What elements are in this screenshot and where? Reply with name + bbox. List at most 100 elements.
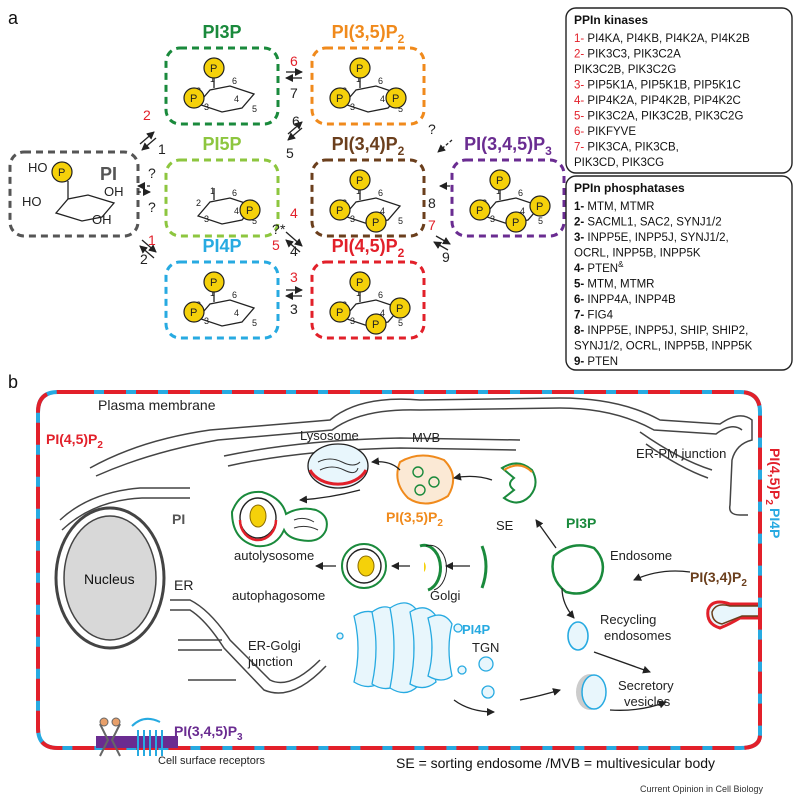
phosphate-icon: P	[385, 87, 407, 109]
svg-text:P: P	[356, 63, 363, 75]
ring-number: 4	[380, 308, 385, 318]
svg-text:2: 2	[140, 251, 148, 267]
svg-text:P: P	[356, 277, 363, 289]
endosome	[551, 544, 605, 595]
phosphate-icon: P	[329, 199, 351, 221]
ho-label: HO	[28, 160, 48, 175]
svg-text:6: 6	[292, 113, 300, 129]
autolysosome	[230, 490, 328, 548]
secretory-label-1: Secretory	[618, 678, 674, 693]
enzyme-list-item: 3- PIP5K1A, PIP5K1B, PIP5K1C	[574, 80, 741, 92]
er-golgi-label: ER-Golgi	[248, 638, 301, 653]
pi345p3-box: PI(3,4,5)P3123456PPPP	[450, 134, 566, 238]
phosphate-icon: P	[529, 195, 551, 217]
pi5p-title: PI5P	[202, 134, 241, 154]
enzyme-list-item: 6- INPP4A, INPP4B	[574, 294, 676, 306]
svg-text:P: P	[190, 93, 197, 105]
phosphate-icon: P	[505, 211, 527, 233]
svg-text:5: 5	[286, 145, 294, 161]
svg-text:P: P	[210, 277, 217, 289]
ring-number: 5	[398, 104, 403, 114]
svg-text:?: ?	[148, 199, 156, 215]
enzyme-list-item: 4- PTEN&	[574, 260, 624, 275]
svg-text:P: P	[356, 175, 363, 187]
svg-text:P: P	[396, 303, 403, 315]
enzyme-list-item: 1- PI4KA, PI4KB, PI4K2A, PI4K2B	[574, 33, 750, 45]
er-network	[59, 397, 753, 694]
kinases-list: PPIn kinases 1- PI4KA, PI4KB, PI4K2A, PI…	[565, 7, 793, 174]
ring-number: 6	[518, 188, 523, 198]
enzyme-list-item: PIK3C2B, PIK3C2G	[574, 64, 676, 76]
autophagosome-label: autophagosome	[232, 588, 325, 603]
arrow-numbers: 2 1 ? ? 1 2 6 7 6 5 4 ? * 5 4 3 3 8 7 9 …	[140, 53, 450, 317]
enzyme-list-item: OCRL, INPP5B, INPP5K	[574, 248, 701, 260]
ring-number: 4	[520, 206, 525, 216]
ring-number: 5	[398, 216, 403, 226]
svg-text:P: P	[476, 205, 483, 217]
pi34p2-title: PI(3,4)P2	[332, 134, 405, 158]
ring-number: 6	[378, 76, 383, 86]
svg-text:Nucleus: Nucleus	[84, 571, 135, 587]
pi-label-b: PI	[172, 511, 185, 527]
ring-number: 5	[538, 216, 543, 226]
pi34p2-box: PI(3,4)P2123456PPP	[310, 134, 426, 238]
phosphate-icon: P	[349, 169, 371, 191]
nucleus: Nucleus	[54, 506, 166, 650]
ring-number: 6	[232, 76, 237, 86]
credit: Current Opinion in Cell Biology	[640, 784, 764, 794]
lysosome	[307, 443, 369, 489]
phosphate-icon: P	[489, 169, 511, 191]
ring-number: 4	[234, 206, 239, 216]
svg-text:1: 1	[148, 232, 156, 248]
enzyme-list-item: 7- PIK3CA, PIK3CB,	[574, 142, 679, 154]
pi45p2-title: PI(4,5)P2	[332, 236, 405, 260]
ring-number: 3	[490, 214, 495, 224]
svg-text:P: P	[372, 319, 379, 331]
ring-number: 1	[210, 74, 215, 84]
recycling-endosome	[567, 621, 589, 651]
phosphate-icon: P	[349, 57, 371, 79]
autophagosome	[341, 543, 488, 592]
ring-number: 1	[210, 186, 215, 196]
enzyme-list-item: 4- PIP4K2A, PIP4K2B, PIP4K2C	[574, 95, 741, 107]
svg-text:?: ?	[272, 221, 280, 237]
svg-text:P: P	[58, 167, 65, 179]
ring-number: 4	[380, 94, 385, 104]
se-label: SE	[496, 518, 514, 533]
ring-number: 3	[204, 214, 209, 224]
mvb-label: MVB	[412, 430, 440, 445]
svg-text:3: 3	[290, 301, 298, 317]
cell-surface-receptors	[96, 717, 178, 757]
phosphate-icon: P	[183, 87, 205, 109]
enzyme-list-item: 5- MTM, MTMR	[574, 279, 655, 291]
svg-text:P: P	[392, 93, 399, 105]
svg-text:4: 4	[290, 243, 298, 259]
phosphate-icon: P	[365, 211, 387, 233]
enzyme-list-item: SYNJ1/2, OCRL, INPP5B, INPP5K	[574, 341, 753, 353]
enzyme-list-item: PIK3CD, PIK3CG	[574, 157, 664, 169]
svg-text:?: ?	[148, 165, 156, 181]
kinases-title: PPIn kinases	[574, 13, 648, 27]
svg-text:P: P	[210, 63, 217, 75]
er-pm-label: ER-PM junction	[636, 446, 726, 461]
enzyme-list-item: 2- SACML1, SAC2, SYNJ1/2	[574, 217, 722, 229]
phosphate-icon: P	[365, 313, 387, 335]
ring-number: 1	[356, 186, 361, 196]
enzyme-list-item: 6- PIKFYVE	[574, 126, 636, 138]
pi3p-label-b: PI3P	[566, 515, 596, 531]
ring-number: 3	[204, 102, 209, 112]
svg-text:P: P	[496, 175, 503, 187]
golgi	[336, 602, 495, 699]
svg-text:2: 2	[143, 107, 151, 123]
panel-a-label: a	[8, 8, 19, 28]
phosphate-icon: P	[183, 301, 205, 323]
golgi-label: Golgi	[430, 588, 460, 603]
receptors-label: Cell surface receptors	[158, 755, 265, 767]
junction-label: junction	[247, 654, 293, 669]
ring-number: 5	[398, 318, 403, 328]
phosphatases-title: PPIn phosphatases	[574, 181, 685, 195]
ring-number: 6	[232, 188, 237, 198]
pi4p-box: PI4P123456PP	[164, 236, 280, 340]
svg-text:PI4P: PI4P	[767, 508, 783, 538]
svg-text:1: 1	[158, 141, 166, 157]
